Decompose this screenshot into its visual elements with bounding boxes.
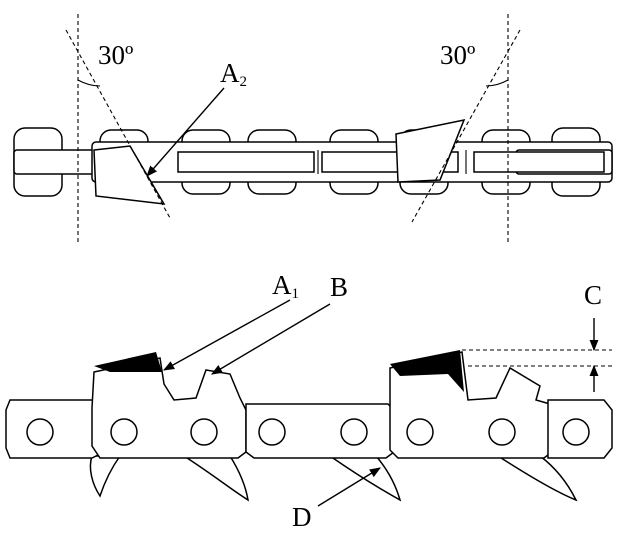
arrow-d (317, 467, 381, 507)
angle-label-left: 30º (98, 40, 133, 70)
label-c: C (584, 280, 602, 310)
arrow-a2 (146, 87, 225, 177)
label-a1: A1 (272, 270, 299, 302)
left-angle-arc (77, 79, 101, 87)
right-angle-arc (485, 79, 509, 87)
side-view-chain (5, 350, 613, 502)
angle-label-right: 30º (440, 40, 475, 70)
label-d: D (292, 502, 312, 532)
arrow-b (211, 303, 331, 375)
arrow-a1 (163, 299, 291, 371)
label-a2: A2 (220, 58, 247, 90)
top-view-chain (13, 118, 613, 205)
label-b: B (330, 272, 348, 302)
left-angle-line (65, 29, 171, 219)
right-angle-line (411, 29, 521, 223)
